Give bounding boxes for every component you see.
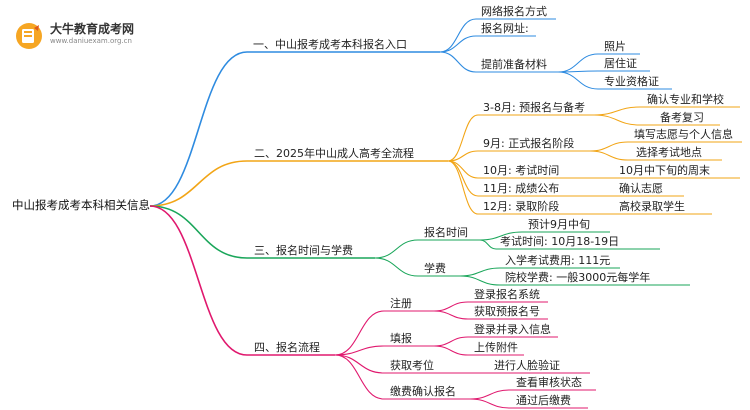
connector-b2-c2-l2 bbox=[589, 150, 629, 161]
leaf-confirm-choice: 确认志愿 bbox=[619, 182, 663, 195]
leaf-confirm-major: 确认专业和学校 bbox=[647, 93, 724, 106]
connector-b3-c2-l1 bbox=[459, 267, 501, 277]
connector-root-branch3 bbox=[149, 205, 248, 259]
connector-root-branch2 bbox=[149, 160, 248, 207]
node-online-registration: 网络报名方式 bbox=[481, 5, 547, 18]
leaf-face-verification: 进行人脸验证 bbox=[494, 359, 560, 372]
connector-b3-c2 bbox=[374, 257, 419, 277]
branch-full-process: 二、2025年中山成人高考全流程 bbox=[254, 147, 414, 160]
leaf-residence-permit: 居住证 bbox=[604, 57, 637, 70]
leaf-pay-after-approval: 通过后缴费 bbox=[516, 394, 571, 407]
leaf-enter-information: 登录并录入信息 bbox=[474, 323, 551, 336]
connector-b2-c2-l1 bbox=[589, 141, 629, 152]
connector-b1-c2 bbox=[439, 35, 477, 53]
node-fill-in: 填报 bbox=[390, 332, 412, 345]
connector-b3-c1-l2 bbox=[479, 239, 497, 250]
node-exam-time: 10月: 考试时间 bbox=[483, 164, 560, 177]
connector-b4-c1-l1 bbox=[433, 301, 469, 312]
node-registration-time: 报名时间 bbox=[424, 226, 468, 239]
leaf-college-admission: 高校录取学生 bbox=[619, 200, 685, 213]
connector-b2-c1-l1 bbox=[593, 106, 641, 116]
connector-b4-c2-l1 bbox=[433, 336, 469, 347]
connector-b3-c1-l1 bbox=[479, 231, 523, 241]
connector-root-branch1 bbox=[149, 51, 248, 207]
connector-b4-c2 bbox=[334, 345, 385, 356]
node-pay-confirm: 缴费确认报名 bbox=[390, 385, 456, 398]
leaf-exam-fee: 入学考试费用: 111元 bbox=[505, 254, 611, 267]
connector-b4-c3 bbox=[334, 354, 385, 374]
leaf-photo: 照片 bbox=[604, 40, 626, 53]
connector-b2-c1-l2 bbox=[593, 114, 641, 126]
leaf-annual-tuition: 院校学费: 一般3000元每学年 bbox=[505, 271, 651, 284]
connector-b4-c1-l2 bbox=[433, 310, 469, 320]
node-admission: 12月: 录取阶段 bbox=[483, 200, 560, 213]
connector-b2-c2 bbox=[447, 150, 479, 162]
leaf-exam-date: 考试时间: 10月18-19日 bbox=[500, 235, 620, 248]
leaf-exam-weekend: 10月中下旬的周末 bbox=[619, 164, 710, 177]
connector-b4-c4 bbox=[334, 354, 385, 400]
leaf-upload-attachment: 上传附件 bbox=[474, 341, 518, 354]
logo-url: www.daniuexam.org.cn bbox=[50, 37, 132, 45]
node-registration-url: 报名网址: bbox=[481, 22, 529, 35]
leaf-mid-september: 预计9月中旬 bbox=[528, 218, 590, 231]
connector-b3-c1 bbox=[374, 239, 419, 259]
node-get-exam-seat: 获取考位 bbox=[390, 359, 434, 372]
connector-b1-c3 bbox=[439, 51, 477, 73]
connector-b1-c3-l3 bbox=[557, 71, 599, 90]
node-formal-registration: 9月: 正式报名阶段 bbox=[483, 137, 575, 150]
leaf-choose-exam-site: 选择考试地点 bbox=[636, 146, 702, 159]
mindmap-root: 中山报考成考本科相关信息 bbox=[12, 198, 150, 212]
node-tuition: 学费 bbox=[424, 262, 446, 275]
connector-root-branch4 bbox=[149, 205, 248, 356]
leaf-fill-preferences: 填写志愿与个人信息 bbox=[634, 128, 733, 141]
node-prepare-materials: 提前准备材料 bbox=[481, 58, 547, 71]
branch-time-and-fees: 三、报名时间与学费 bbox=[254, 244, 353, 257]
connector-b1-c1 bbox=[439, 18, 477, 53]
connector-b2-c4 bbox=[447, 160, 479, 197]
book-logo-icon bbox=[16, 23, 42, 49]
branch-registration-flow: 四、报名流程 bbox=[254, 341, 320, 354]
connector-b4-c4-l2 bbox=[469, 398, 511, 409]
site-logo: 大牛教育成考网 www.daniuexam.org.cn bbox=[14, 18, 162, 54]
leaf-qualification-cert: 专业资格证 bbox=[604, 75, 659, 88]
logo-title: 大牛教育成考网 bbox=[50, 22, 135, 36]
connector-b4-c2-l2 bbox=[433, 345, 469, 356]
node-sign-up: 注册 bbox=[390, 297, 412, 310]
node-pre-registration: 3-8月: 预报名与备考 bbox=[483, 101, 586, 114]
leaf-get-prereg-number: 获取预报名号 bbox=[474, 305, 540, 318]
connector-b2-c5 bbox=[447, 160, 479, 215]
connector-b3-c2-l2 bbox=[459, 275, 501, 286]
connector-b2-c1 bbox=[447, 114, 479, 162]
leaf-exam-prep: 备考复习 bbox=[660, 111, 704, 124]
node-score-release: 11月: 成绩公布 bbox=[483, 182, 560, 195]
connector-b4-c4-l1 bbox=[469, 389, 511, 400]
connector-b4-c1 bbox=[334, 310, 385, 356]
leaf-login-system: 登录报名系统 bbox=[474, 288, 540, 301]
branch-registration-entry: 一、中山报考成考本科报名入口 bbox=[253, 38, 407, 51]
leaf-check-review-status: 查看审核状态 bbox=[516, 376, 582, 389]
connector-b1-c3-l1 bbox=[557, 53, 599, 73]
